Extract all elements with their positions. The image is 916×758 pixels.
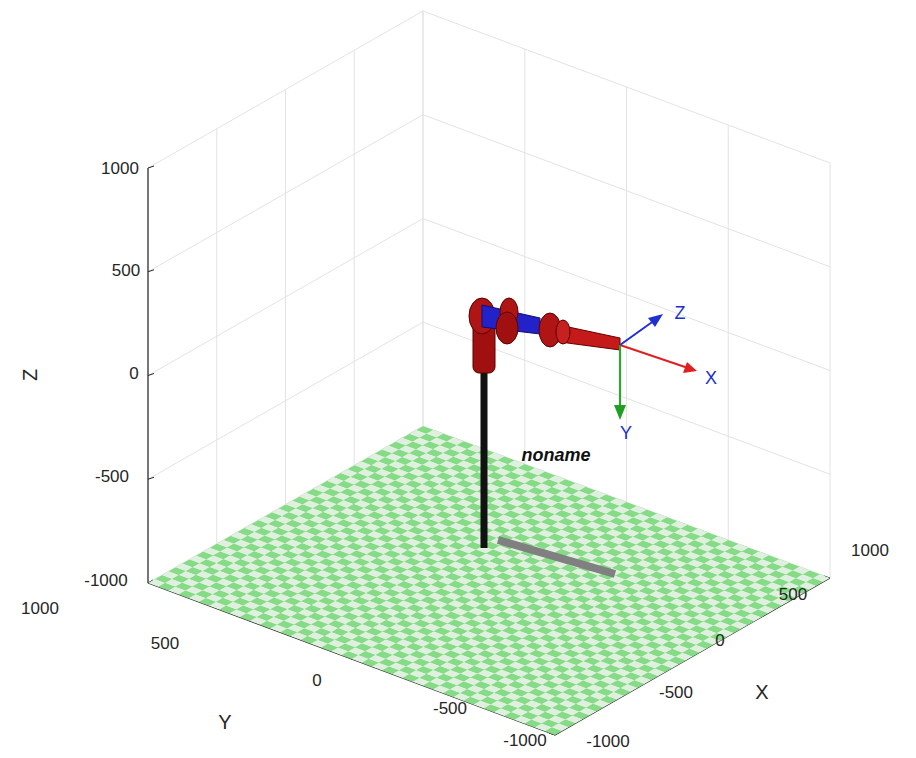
grid-line bbox=[423, 11, 424, 426]
tick-label: 500 bbox=[151, 635, 179, 652]
tick-label: 0 bbox=[312, 672, 321, 689]
grid-line bbox=[354, 50, 355, 465]
tick-label: -500 bbox=[659, 684, 693, 701]
frame-label: Y bbox=[620, 424, 632, 442]
axis-lines bbox=[148, 166, 830, 735]
tick-label: 0 bbox=[129, 365, 138, 382]
arrow-head bbox=[614, 405, 626, 420]
frame-x-axis bbox=[620, 345, 688, 368]
frame-y-axis bbox=[619, 345, 621, 410]
tick-mark bbox=[148, 270, 154, 272]
tick-label: 1000 bbox=[851, 542, 889, 559]
grid-line bbox=[148, 219, 423, 376]
grid-line bbox=[423, 11, 830, 163]
frame-z-axis bbox=[620, 320, 655, 345]
tick-label: 0 bbox=[715, 632, 724, 649]
tick-mark bbox=[148, 374, 154, 376]
tick-mark bbox=[148, 477, 154, 479]
grid-line bbox=[423, 115, 830, 267]
tick-label: -1000 bbox=[503, 732, 546, 749]
grid-line bbox=[423, 11, 424, 426]
arrow-head bbox=[683, 362, 697, 373]
grid-line bbox=[524, 49, 525, 464]
tick-label: -1000 bbox=[586, 733, 629, 750]
robot-arm bbox=[469, 298, 697, 574]
tick-label: -500 bbox=[433, 700, 467, 717]
arrow-head bbox=[648, 314, 663, 327]
tick-label: -500 bbox=[95, 468, 129, 485]
tick-label: 500 bbox=[779, 586, 807, 603]
robot-name: noname bbox=[521, 446, 590, 464]
axis-title: Y bbox=[218, 712, 231, 732]
checker-floor bbox=[148, 426, 830, 735]
joint bbox=[496, 312, 518, 344]
tick-label: -1000 bbox=[84, 572, 127, 589]
axis-title: Z bbox=[20, 369, 40, 381]
grid-line bbox=[148, 115, 423, 272]
axis-title: X bbox=[755, 682, 768, 702]
grid-line bbox=[148, 11, 423, 168]
frame-label: X bbox=[705, 369, 717, 387]
tick-label: 500 bbox=[112, 262, 140, 279]
robot-shadow bbox=[498, 540, 615, 574]
frame-label: Z bbox=[675, 304, 686, 322]
robot-pedestal bbox=[481, 365, 488, 548]
tick-label: 1000 bbox=[101, 160, 139, 177]
tick-mark bbox=[148, 166, 154, 168]
wrist-joint bbox=[556, 320, 570, 344]
tick-label: 1000 bbox=[21, 600, 59, 617]
